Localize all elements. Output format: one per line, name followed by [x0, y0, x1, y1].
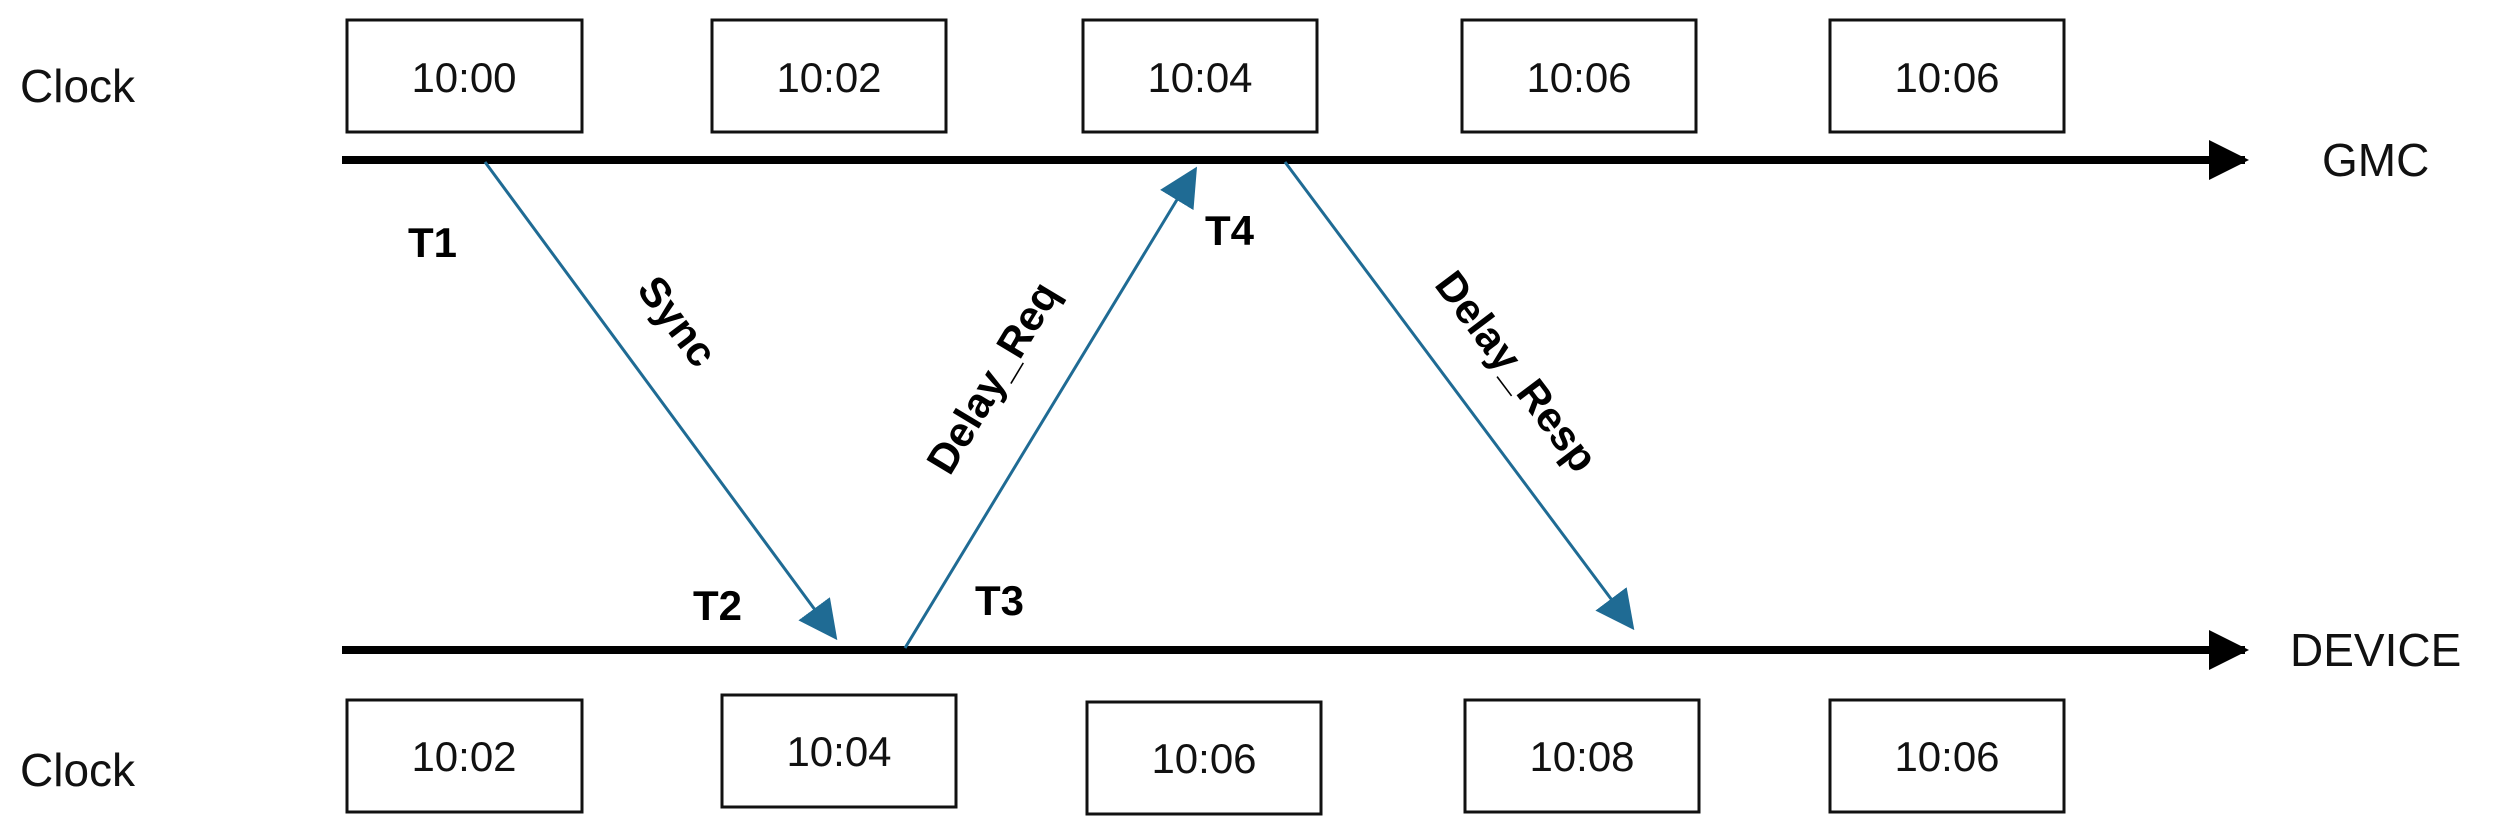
top-clock-time-1: 10:00	[411, 54, 516, 101]
t3-label: T3	[975, 577, 1024, 624]
delay-resp-message-label: Delay_Resp	[1426, 262, 1607, 480]
top-clock-box-2: 10:02	[710, 18, 948, 134]
bottom-clock-box-2: 10:04	[720, 693, 958, 809]
t1-label: T1	[408, 219, 457, 266]
t4-label: T4	[1205, 207, 1255, 254]
top-clock-box-5: 10:06	[1828, 18, 2066, 134]
top-clock-box-3: 10:04	[1081, 18, 1319, 134]
bottom-clock-box-1: 10:02	[345, 698, 584, 814]
top-clock-box-4: 10:06	[1460, 18, 1698, 134]
device-axis-label: DEVICE	[2290, 624, 2461, 676]
bottom-clock-time-4: 10:08	[1529, 733, 1634, 780]
sync-message-arrow	[483, 161, 838, 641]
t2-label: T2	[693, 582, 742, 629]
bottom-clock-box-4: 10:08	[1463, 698, 1701, 814]
bottom-clock-time-3: 10:06	[1151, 735, 1256, 782]
sync-message-label: Sync	[629, 267, 727, 375]
bottom-clock-label: Clock	[20, 744, 136, 796]
top-clock-box-1: 10:00	[345, 18, 584, 134]
top-clock-time-5: 10:06	[1894, 54, 1999, 101]
bottom-clock-box-3: 10:06	[1085, 700, 1323, 816]
top-clock-label: Clock	[20, 60, 136, 112]
bottom-clock-box-5: 10:06	[1828, 698, 2066, 814]
delay-req-message-label: Delay_Req	[917, 273, 1068, 481]
top-clock-time-4: 10:06	[1526, 54, 1631, 101]
gmc-axis-label: GMC	[2322, 134, 2429, 186]
delay-req-message-arrow	[903, 166, 1198, 649]
top-clock-time-3: 10:04	[1147, 54, 1252, 101]
bottom-clock-time-5: 10:06	[1894, 733, 1999, 780]
top-clock-time-2: 10:02	[776, 54, 881, 101]
bottom-clock-time-2: 10:04	[786, 728, 891, 775]
bottom-clock-time-1: 10:02	[411, 733, 516, 780]
delay-resp-message-arrow	[1283, 161, 1635, 631]
